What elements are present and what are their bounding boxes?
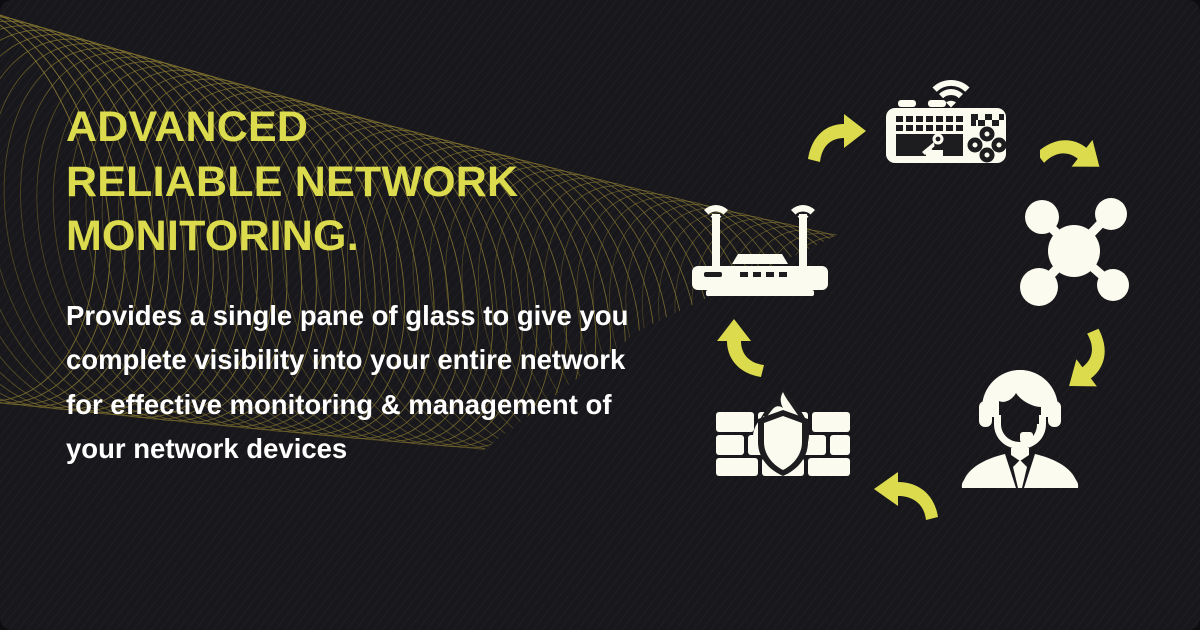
network-hub-icon <box>1012 192 1136 310</box>
arrow-left-icon <box>872 470 944 524</box>
page-title: ADVANCED RELIABLE NETWORK MONITORING. <box>66 103 519 261</box>
support-agent-icon <box>958 368 1082 490</box>
page-subtitle: Provides a single pane of glass to give … <box>66 299 629 465</box>
arrow-right-icon <box>806 112 868 166</box>
wireless-keyboard-icon <box>876 62 1016 167</box>
arrow-down-left-icon <box>1054 328 1116 390</box>
arrow-up-icon <box>716 314 776 380</box>
wifi-router-icon <box>692 190 828 298</box>
firewall-icon <box>714 386 852 478</box>
text-column: ADVANCED RELIABLE NETWORK MONITORING. Pr… <box>66 100 666 472</box>
arrow-down-right-icon <box>1036 128 1102 184</box>
